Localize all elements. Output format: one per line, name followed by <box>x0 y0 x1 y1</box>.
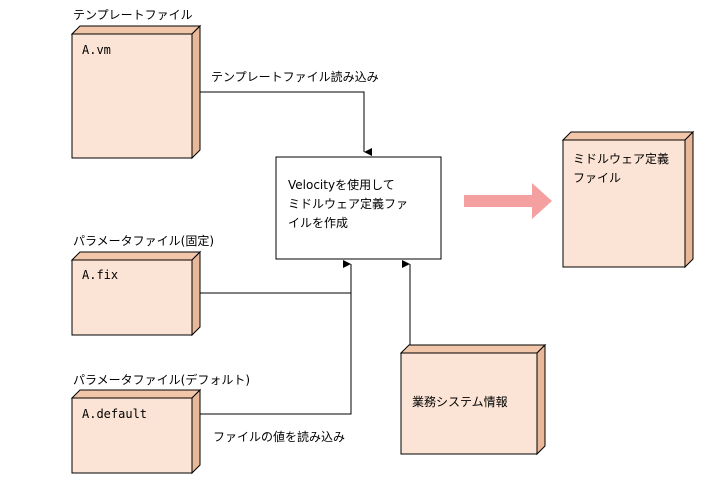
param-default-box <box>70 388 202 475</box>
output-line-1: ミドルウェア定義 <box>573 152 670 166</box>
output-arrow <box>464 183 552 219</box>
velocity-line-3: イルを作成 <box>288 216 349 230</box>
output-file-text: ミドルウェア定義 ファイル <box>573 150 669 188</box>
param-fixed-box <box>70 250 202 337</box>
output-line-2: ファイル <box>573 171 622 185</box>
param-default-title: パラメータファイル(デフォルト) <box>73 373 251 387</box>
param-read-label: ファイルの値を読み込み <box>213 430 346 444</box>
business-system-box <box>399 343 547 456</box>
output-file-box <box>561 130 695 269</box>
velocity-line-2: ミドルウェア定義ファ <box>288 197 409 211</box>
template-file-title: テンプレートファイル <box>73 8 193 22</box>
param-fixed-name: A.fix <box>82 268 119 282</box>
params-to-velocity-arrow <box>200 260 352 415</box>
template-file-name: A.vm <box>82 43 111 57</box>
velocity-process-text: Velocityを使用して ミドルウェア定義ファ イルを作成 <box>288 176 408 233</box>
template-file-box <box>70 24 202 160</box>
velocity-line-1: Velocityを使用して <box>288 178 395 192</box>
param-default-name: A.default <box>82 407 148 421</box>
template-read-label: テンプレートファイル読み込み <box>211 70 379 84</box>
template-to-velocity-arrow <box>200 91 372 156</box>
param-fixed-title: パラメータファイル(固定) <box>73 234 215 248</box>
velocity-process-box <box>275 156 442 260</box>
business-system-label: 業務システム情報 <box>412 395 508 409</box>
